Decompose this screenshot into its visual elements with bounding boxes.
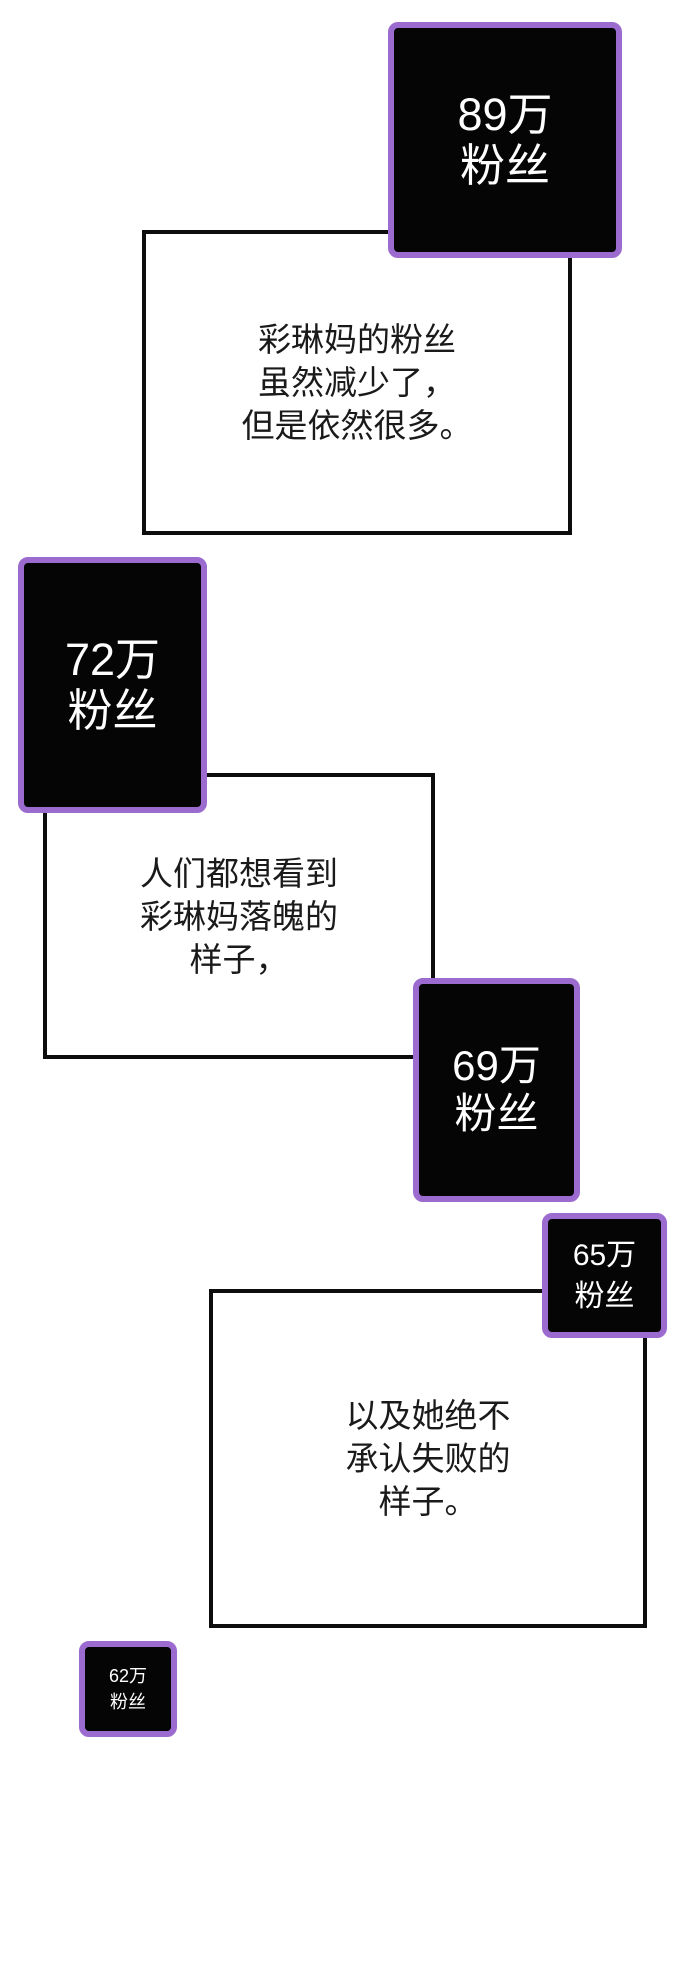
narration-line: 人们都想看到 bbox=[140, 854, 338, 892]
fan-count-value: 62万 bbox=[108, 1666, 148, 1686]
fan-count-value: 89万 bbox=[457, 89, 553, 140]
narration-box-2: 人们都想看到 彩琳妈落魄的 样子， bbox=[43, 773, 435, 1059]
fan-count-badge-650k: 65万 粉丝 bbox=[542, 1213, 667, 1338]
fan-count-label: 粉丝 bbox=[454, 1090, 539, 1137]
narration-line: 样子。 bbox=[378, 1483, 478, 1520]
narration-line: 彩琳妈的粉丝 bbox=[258, 321, 456, 358]
fan-count-badge-890k: 89万 粉丝 bbox=[388, 22, 622, 258]
fan-count-label: 粉丝 bbox=[574, 1279, 635, 1313]
fan-count-badge-690k: 69万 粉丝 bbox=[413, 978, 580, 1202]
fan-count-label: 粉丝 bbox=[67, 685, 158, 736]
narration-line: 样子， bbox=[189, 940, 289, 978]
narration-line: 虽然减少了， bbox=[258, 364, 456, 401]
narration-line: 承认失败的 bbox=[345, 1440, 511, 1477]
narration-line: 以及她绝不 bbox=[345, 1397, 511, 1434]
narration-box-3: 以及她绝不 承认失败的 样子。 bbox=[209, 1289, 647, 1628]
narration-box-1: 彩琳妈的粉丝 虽然减少了， 但是依然很多。 bbox=[142, 230, 572, 535]
fan-count-value: 72万 bbox=[64, 634, 161, 685]
narration-line: 但是依然很多。 bbox=[241, 407, 473, 444]
fan-count-badge-620k: 62万 粉丝 bbox=[79, 1641, 177, 1737]
fan-count-label: 粉丝 bbox=[110, 1692, 146, 1712]
fan-count-value: 69万 bbox=[452, 1042, 541, 1089]
fan-count-badge-720k: 72万 粉丝 bbox=[18, 557, 207, 813]
fan-count-label: 粉丝 bbox=[459, 140, 550, 191]
fan-count-value: 65万 bbox=[572, 1238, 637, 1272]
narration-line: 彩琳妈落魄的 bbox=[140, 897, 338, 935]
